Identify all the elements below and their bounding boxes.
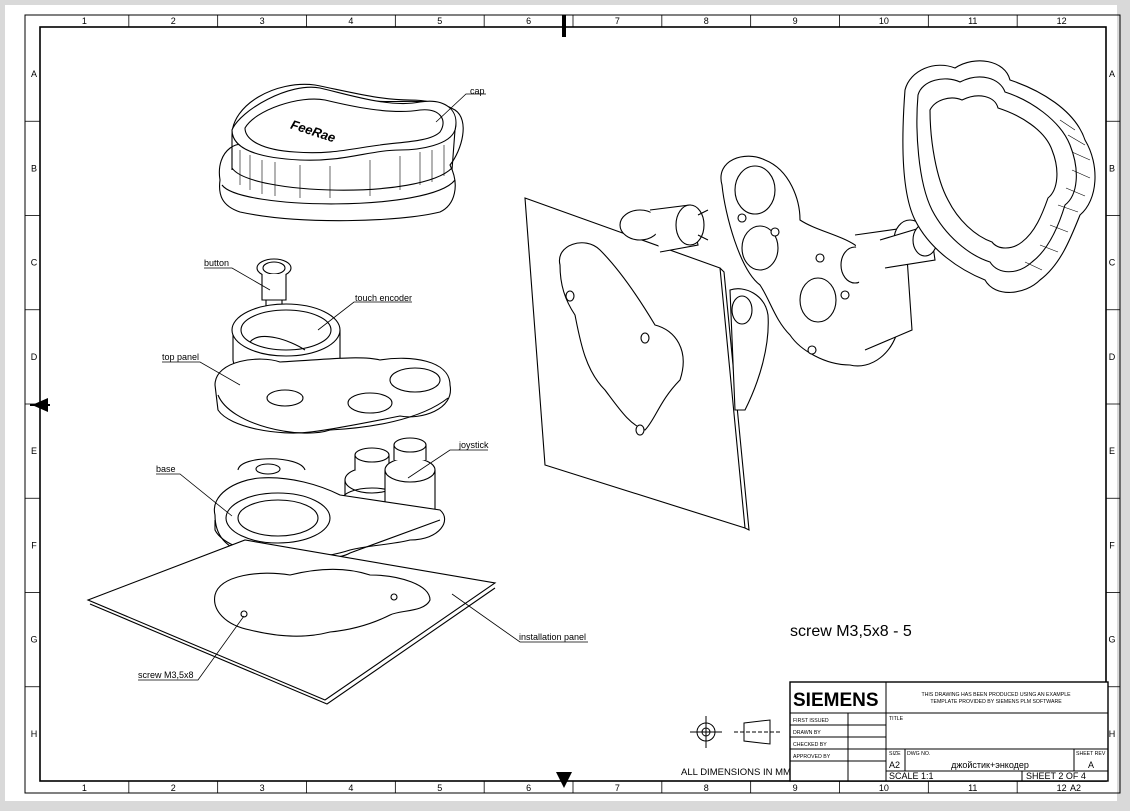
zone-row-left-H: H bbox=[31, 729, 38, 739]
zone-row-right-F: F bbox=[1109, 540, 1115, 550]
left-exploded-assembly: FeeRae bbox=[86, 83, 497, 705]
title-label: TITLE bbox=[889, 716, 904, 722]
cap-part: FeeRae bbox=[218, 83, 464, 222]
dwg-no-value: джойстик+энкодер bbox=[951, 760, 1029, 770]
zone-row-left-E: E bbox=[31, 446, 37, 456]
zone-column-top-9: 9 bbox=[793, 16, 798, 26]
zone-column-top-11: 11 bbox=[968, 16, 977, 26]
zone-column-bottom-1: 1 bbox=[82, 783, 87, 793]
zone-row-left-G: G bbox=[30, 635, 37, 645]
right-exploded-assembly bbox=[524, 60, 1096, 531]
label-button: button bbox=[204, 258, 229, 268]
approved-by-label: APPROVED BY bbox=[793, 754, 831, 760]
zone-column-bottom-5: 5 bbox=[437, 783, 442, 793]
label-top-panel: top panel bbox=[162, 352, 199, 362]
left-labels: cap button touch encoder top panel joyst… bbox=[138, 86, 586, 680]
dwg-no-label: DWG NO. bbox=[907, 751, 930, 757]
siemens-logo: SIEMENS bbox=[793, 690, 879, 711]
label-installation-panel: installation panel bbox=[519, 632, 586, 642]
button-part bbox=[256, 258, 292, 310]
template-notice-1: THIS DRAWING HAS BEEN PRODUCED USING AN … bbox=[921, 692, 1071, 698]
center-marks bbox=[30, 15, 572, 788]
right-installation-panel bbox=[524, 197, 750, 531]
checked-by-label: CHECKED BY bbox=[793, 742, 827, 748]
label-touch-encoder: touch encoder bbox=[355, 293, 412, 303]
rev-value: A bbox=[1088, 760, 1094, 770]
label-base: base bbox=[156, 464, 176, 474]
zone-column-bottom-6: 6 bbox=[526, 783, 531, 793]
installation-panel-part bbox=[86, 539, 497, 705]
first-issued-label: FIRST ISSUED bbox=[793, 718, 829, 724]
zone-row-left-A: A bbox=[31, 69, 37, 79]
zone-column-top-8: 8 bbox=[704, 16, 709, 26]
right-joystick-barrel bbox=[854, 219, 938, 351]
zone-row-right-A: A bbox=[1109, 69, 1115, 79]
zone-column-top-12: 12 bbox=[1057, 16, 1067, 26]
zone-row-right-E: E bbox=[1109, 446, 1115, 456]
zone-column-top-3: 3 bbox=[260, 16, 265, 26]
zone-row-left-F: F bbox=[31, 540, 37, 550]
zone-column-top-4: 4 bbox=[348, 16, 353, 26]
sheet-size-corner: A2 bbox=[1070, 783, 1081, 793]
left-leader-lines bbox=[138, 93, 588, 681]
label-joystick: joystick bbox=[458, 440, 489, 450]
scale-value: SCALE 1:1 bbox=[889, 771, 934, 781]
zone-row-right-H: H bbox=[1109, 729, 1116, 739]
label-cap: cap bbox=[470, 86, 485, 96]
sheet-rev-label: SHEET REV bbox=[1076, 751, 1106, 757]
label-screw-small: screw M3,5x8 bbox=[138, 670, 194, 680]
zone-row-right-B: B bbox=[1109, 163, 1115, 173]
title-block bbox=[789, 681, 1109, 782]
zone-column-bottom-4: 4 bbox=[348, 783, 353, 793]
template-notice-2: TEMPLATE PROVIDED BY SIEMENS PLM SOFTWAR… bbox=[930, 699, 1062, 705]
base-part bbox=[213, 458, 446, 560]
zone-column-bottom-12: 12 bbox=[1057, 783, 1067, 793]
zone-row-left-D: D bbox=[31, 352, 38, 362]
right-cap bbox=[902, 60, 1096, 293]
sheet-value: SHEET 2 OF 4 bbox=[1026, 771, 1086, 781]
zone-row-left-B: B bbox=[31, 163, 37, 173]
zone-column-top-2: 2 bbox=[171, 16, 176, 26]
zone-column-bottom-8: 8 bbox=[704, 783, 709, 793]
right-bracket-lower bbox=[729, 288, 769, 411]
zone-row-right-D: D bbox=[1109, 352, 1116, 362]
size-value: A2 bbox=[889, 760, 900, 770]
zone-row-left-C: C bbox=[31, 258, 38, 268]
zone-column-bottom-10: 10 bbox=[879, 783, 889, 793]
top-panel-part bbox=[214, 357, 451, 434]
title-block-text: SIEMENS THIS DRAWING HAS BEEN PRODUCED U… bbox=[793, 690, 1106, 781]
zone-column-bottom-11: 11 bbox=[968, 783, 977, 793]
right-encoder-body bbox=[619, 204, 709, 253]
zone-column-top-7: 7 bbox=[615, 16, 620, 26]
zone-row-right-C: C bbox=[1109, 258, 1116, 268]
zone-column-top-5: 5 bbox=[437, 16, 442, 26]
zone-column-top-6: 6 bbox=[526, 16, 531, 26]
zone-column-bottom-3: 3 bbox=[260, 783, 265, 793]
dimensions-note: ALL DIMENSIONS IN MM bbox=[681, 767, 791, 778]
zone-column-bottom-9: 9 bbox=[793, 783, 798, 793]
zone-row-right-G: G bbox=[1108, 635, 1115, 645]
label-screw-large: screw M3,5x8 - 5 bbox=[790, 623, 912, 640]
size-label: SIZE bbox=[889, 751, 901, 757]
zone-column-top-10: 10 bbox=[879, 16, 889, 26]
zone-column-bottom-2: 2 bbox=[171, 783, 176, 793]
drawn-by-label: DRAWN BY bbox=[793, 730, 821, 736]
zone-column-bottom-7: 7 bbox=[615, 783, 620, 793]
projection-symbol bbox=[690, 716, 780, 748]
zone-column-top-1: 1 bbox=[82, 16, 87, 26]
